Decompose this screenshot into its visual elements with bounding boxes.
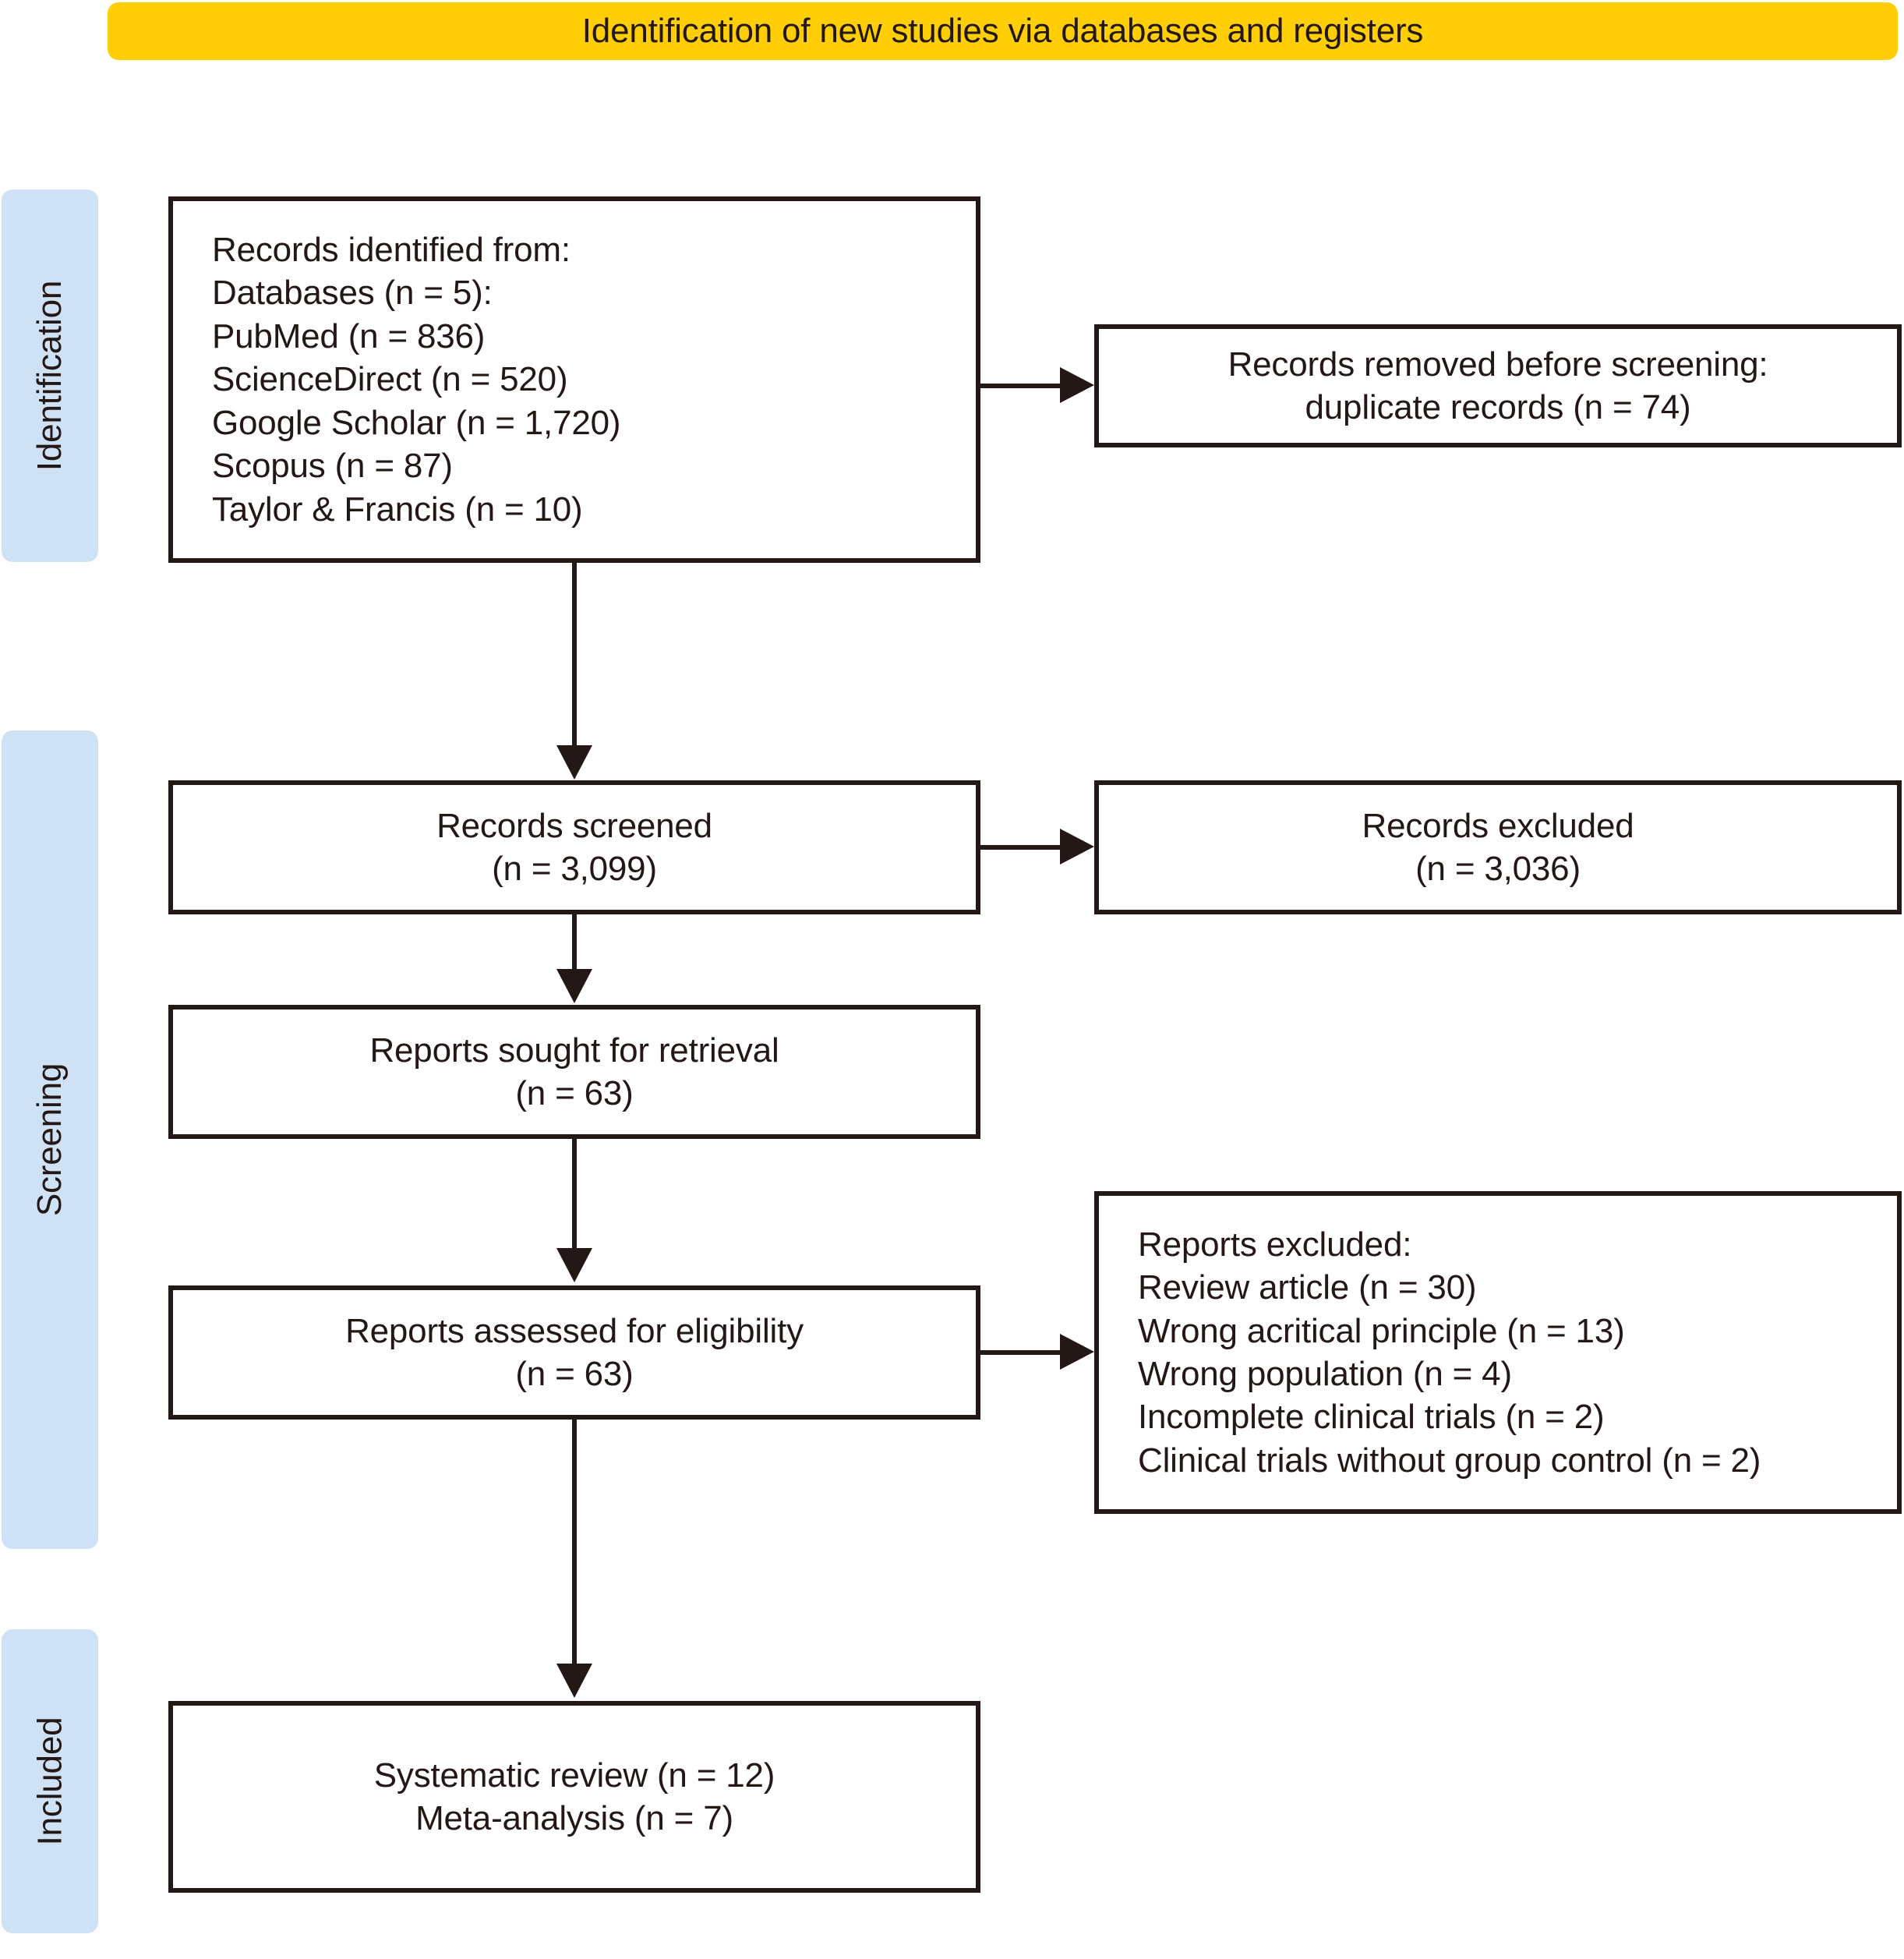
- stage-band-included: Included: [2, 1629, 98, 1933]
- box-line: Reports excluded:: [1138, 1225, 1412, 1264]
- box-line: duplicate records (n = 74): [1305, 388, 1691, 426]
- arrowhead-down-icon: [556, 745, 592, 780]
- arrowhead-down-icon: [556, 1248, 592, 1282]
- box-reports-assessed: Reports assessed for eligibility (n = 63…: [168, 1285, 980, 1420]
- box-line: (n = 3,036): [1415, 850, 1581, 888]
- stage-band-included-label: Included: [30, 1717, 69, 1846]
- box-line: Wrong population (n = 4): [1138, 1355, 1512, 1393]
- connector-assessed-to-reports-excluded: [980, 1350, 1077, 1355]
- connector-identified-to-removed: [980, 384, 1077, 388]
- box-line: PubMed (n = 836): [212, 316, 486, 355]
- box-line: Records screened: [436, 806, 712, 845]
- arrowhead-right-icon: [1060, 829, 1094, 865]
- stage-band-screening-label: Screening: [30, 1063, 69, 1217]
- box-line: Google Scholar (n = 1,720): [212, 403, 621, 442]
- box-line: Reports sought for retrieval: [369, 1031, 779, 1070]
- box-line: Databases (n = 5):: [212, 274, 493, 313]
- arrowhead-right-icon: [1060, 367, 1094, 403]
- box-line: Records removed before screening:: [1228, 345, 1768, 384]
- box-records-excluded: Records excluded (n = 3,036): [1094, 780, 1902, 914]
- box-studies-included: Systematic review (n = 12) Meta-analysis…: [168, 1701, 980, 1893]
- box-line: Incomplete clinical trials (n = 2): [1138, 1398, 1605, 1437]
- arrowhead-down-icon: [556, 1664, 592, 1698]
- connector-screened-to-sought: [572, 914, 577, 971]
- box-line: Systematic review (n = 12): [373, 1756, 775, 1795]
- box-line: (n = 3,099): [492, 850, 657, 888]
- box-line: Wrong acritical principle (n = 13): [1138, 1311, 1625, 1350]
- box-records-removed: Records removed before screening: duplic…: [1094, 324, 1902, 447]
- stage-band-screening: Screening: [2, 730, 98, 1549]
- arrowhead-down-icon: [556, 969, 592, 1003]
- stage-band-identification-label: Identification: [30, 280, 69, 472]
- box-line: Records excluded: [1362, 806, 1634, 845]
- box-line: Scopus (n = 87): [212, 447, 453, 486]
- box-line: (n = 63): [515, 1074, 634, 1112]
- connector-sought-to-assessed: [572, 1139, 577, 1250]
- connector-identified-to-screened: [572, 563, 577, 747]
- connector-screened-to-excluded: [980, 845, 1077, 850]
- box-line: ScienceDirect (n = 520): [212, 360, 568, 399]
- connector-assessed-to-included: [572, 1420, 577, 1665]
- phase-banner: Identification of new studies via databa…: [108, 2, 1898, 60]
- box-line: Review article (n = 30): [1138, 1268, 1477, 1307]
- box-reports-sought: Reports sought for retrieval (n = 63): [168, 1005, 980, 1139]
- box-line: Clinical trials without group control (n…: [1138, 1441, 1761, 1480]
- box-reports-excluded-reasons: Reports excluded: Review article (n = 30…: [1094, 1191, 1902, 1514]
- arrowhead-right-icon: [1060, 1334, 1094, 1370]
- box-line: Reports assessed for eligibility: [345, 1311, 804, 1350]
- box-records-identified: Records identified from: Databases (n = …: [168, 196, 980, 563]
- box-line: Meta-analysis (n = 7): [415, 1799, 733, 1837]
- phase-banner-label: Identification of new studies via databa…: [581, 11, 1424, 50]
- box-line: (n = 63): [515, 1355, 634, 1393]
- box-records-screened: Records screened (n = 3,099): [168, 780, 980, 914]
- box-line: Records identified from:: [212, 230, 570, 269]
- stage-band-identification: Identification: [2, 189, 98, 562]
- box-line: Taylor & Francis (n = 10): [212, 490, 583, 529]
